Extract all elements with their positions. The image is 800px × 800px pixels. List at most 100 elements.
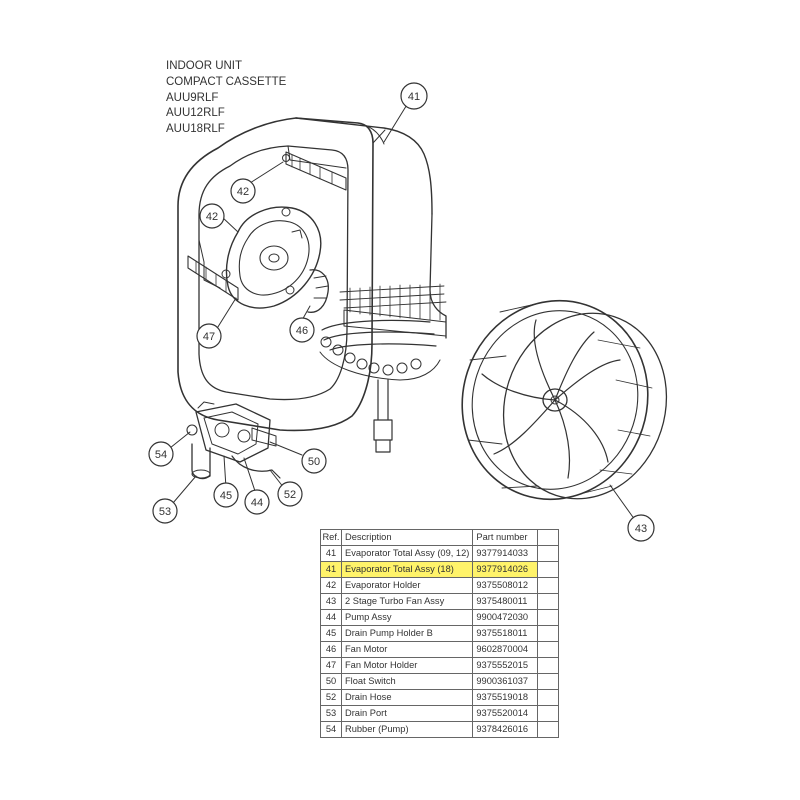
callouts: 41 42 42 47 46 54 50 45 44 52 53 43 [148, 82, 655, 542]
cell-part-number: 9375552015 [472, 657, 539, 674]
cell-description: Evaporator Total Assy (18) [340, 561, 474, 578]
cell-extra [537, 641, 560, 658]
cell-part-number: 9375519018 [472, 689, 539, 706]
callout-43: 43 [627, 514, 655, 542]
cell-extra [537, 625, 560, 642]
header-description: Description [340, 529, 474, 546]
rubber-pump [186, 424, 198, 436]
turbo-fan-assembly [461, 299, 668, 501]
callout-label: 43 [635, 523, 647, 535]
pipe-fittings [319, 336, 441, 381]
callout-label: 44 [251, 497, 263, 509]
turbo-fan-hub [542, 388, 568, 412]
callout-label: 50 [308, 456, 320, 468]
cell-description: Fan Motor Holder [340, 657, 474, 674]
callout-42-left: 42 [199, 203, 225, 229]
evaporator-holder-top [282, 151, 347, 191]
cell-ref: 46 [320, 641, 342, 658]
callout-label: 53 [159, 506, 171, 518]
title-line: AUU18RLF [166, 123, 225, 136]
callout-46: 46 [289, 317, 315, 343]
cell-description: Rubber (Pump) [340, 721, 474, 738]
cell-description: Evaporator Total Assy (09, 12) [340, 545, 474, 562]
cell-ref: 44 [320, 609, 342, 626]
turbo-fan-rear-ring [502, 312, 668, 500]
callout-53: 53 [152, 498, 178, 524]
evaporator-outer-front [177, 117, 374, 432]
callout-label: 47 [203, 331, 215, 343]
header-part-number: Part number [472, 529, 539, 546]
cell-ref: 50 [320, 673, 342, 690]
cell-ref: 45 [320, 625, 342, 642]
cell-part-number: 9378426016 [472, 721, 539, 738]
cell-extra [537, 561, 560, 578]
callout-label: 52 [284, 489, 296, 501]
cell-ref: 54 [320, 721, 342, 738]
callout-54: 54 [148, 441, 174, 467]
cell-ref: 47 [320, 657, 342, 674]
cell-description: Drain Port [340, 705, 474, 722]
cell-part-number: 9375518011 [472, 625, 539, 642]
callout-label: 42 [237, 186, 249, 198]
cell-part-number: 9375480011 [472, 593, 539, 610]
cell-extra [537, 545, 560, 562]
evaporator-top-depth [295, 117, 433, 215]
cell-extra [537, 721, 560, 738]
cell-ref: 41 [320, 545, 342, 562]
drain-hose [231, 455, 281, 479]
cell-ref: 42 [320, 577, 342, 594]
fan-motor [307, 269, 329, 313]
cell-extra [537, 705, 560, 722]
evaporator-fins [339, 285, 447, 309]
title-line: INDOOR UNIT [166, 60, 243, 72]
cell-part-number: 9377914026 [472, 561, 539, 578]
cell-part-number: 9375520014 [472, 705, 539, 722]
turbo-fan-front-ring [461, 299, 649, 501]
callout-45: 45 [213, 482, 239, 508]
cell-extra [537, 609, 560, 626]
cell-extra [537, 577, 560, 594]
callout-label: 54 [155, 449, 167, 461]
cell-description: Fan Motor [340, 641, 474, 658]
cell-extra [537, 593, 560, 610]
evaporator-inner-front [198, 145, 349, 401]
table-header-row: Ref. Description Part number [320, 529, 560, 546]
header-ref: Ref. [320, 529, 342, 546]
cell-extra [537, 657, 560, 674]
title-line: AUU9RLF [166, 91, 219, 104]
cell-part-number: 9602870004 [472, 641, 539, 658]
cell-ref: 43 [320, 593, 342, 610]
cell-extra [537, 689, 560, 706]
cell-part-number: 9900472030 [472, 609, 539, 626]
exploded-parts-diagram: 41 42 42 47 46 54 50 45 44 52 53 43 [148, 82, 668, 542]
drain-port [191, 443, 211, 480]
callout-label: 45 [220, 490, 232, 502]
header-pipes [321, 319, 437, 351]
cell-description: Drain Hose [340, 689, 474, 706]
title-line: COMPACT CASSETTE [166, 75, 287, 88]
callout-label: 46 [296, 325, 308, 337]
cell-extra [537, 673, 560, 690]
callout-50: 50 [301, 448, 327, 474]
cell-description: Drain Pump Holder B [340, 625, 474, 642]
callout-42-top: 42 [230, 178, 256, 204]
leader-lines [169, 102, 636, 521]
evaporator-holder-left [187, 255, 239, 301]
callout-41: 41 [400, 82, 428, 110]
fan-motor-hub [259, 245, 289, 271]
callout-52: 52 [277, 481, 303, 507]
cell-description: Float Switch [340, 673, 474, 690]
evaporator-right-depth [429, 213, 447, 339]
evaporator-assembly [177, 117, 447, 453]
callout-44: 44 [244, 489, 270, 515]
drain-pump-assembly [186, 401, 281, 480]
